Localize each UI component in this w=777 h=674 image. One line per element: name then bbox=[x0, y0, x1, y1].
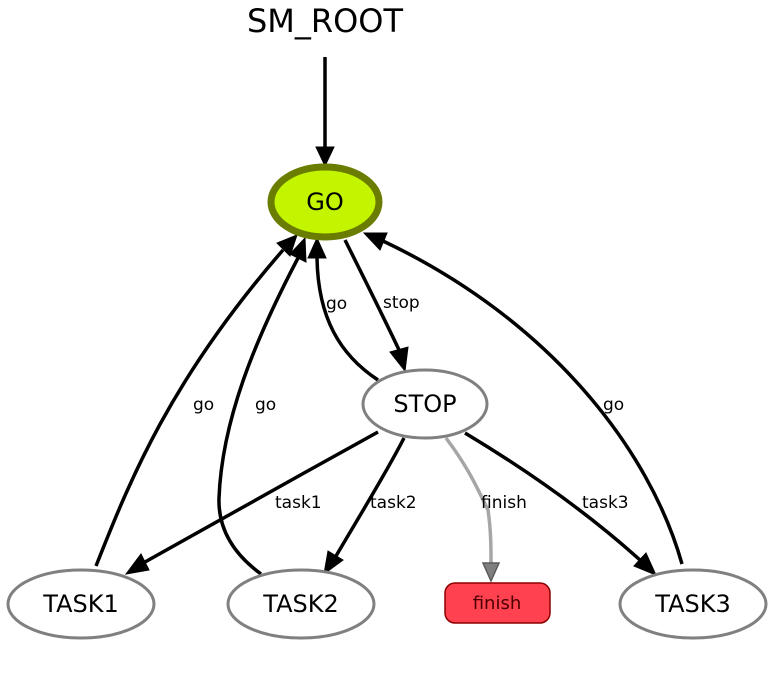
edge-stop-to-task1: task1 bbox=[124, 430, 379, 575]
state-stop-label: STOP bbox=[393, 390, 456, 418]
diagram-title: SM_ROOT bbox=[247, 2, 404, 40]
edge-stop-to-task2: task2 bbox=[323, 437, 417, 576]
edge-go-to-stop: stop bbox=[343, 239, 420, 373]
state-task3[interactable]: TASK3 bbox=[618, 568, 768, 640]
edge-stop-to-task3: task3 bbox=[464, 431, 657, 576]
state-task1[interactable]: TASK1 bbox=[6, 568, 156, 640]
edge-label-task2-go: go bbox=[255, 395, 276, 415]
outcome-finish-label: finish bbox=[473, 593, 522, 614]
state-task3-label: TASK3 bbox=[654, 590, 730, 618]
edge-label-task1-go: go bbox=[193, 395, 214, 415]
state-task2[interactable]: TASK2 bbox=[226, 568, 376, 640]
edge-label-stop: stop bbox=[383, 293, 420, 313]
edge-label-stop-go: go bbox=[326, 294, 347, 314]
edge-root-to-go bbox=[315, 57, 335, 168]
state-go-label: GO bbox=[306, 188, 344, 216]
edge-label-task1: task1 bbox=[275, 493, 322, 513]
edge-task1-to-go: go bbox=[94, 234, 298, 567]
edge-task2-to-go: go bbox=[217, 236, 307, 576]
state-task2-label: TASK2 bbox=[262, 590, 338, 618]
edge-label-task2: task2 bbox=[370, 493, 417, 513]
edge-stop-to-go: go bbox=[307, 236, 379, 382]
edge-label-task3: task3 bbox=[582, 493, 629, 513]
state-go[interactable]: GO bbox=[267, 163, 383, 241]
edge-stop-to-finish: finish bbox=[444, 436, 527, 583]
state-task1-label: TASK1 bbox=[42, 590, 118, 618]
outcome-finish[interactable]: finish bbox=[444, 582, 551, 624]
edge-task3-to-go: go bbox=[362, 232, 684, 565]
state-stop[interactable]: STOP bbox=[361, 368, 489, 440]
edge-label-finish: finish bbox=[481, 493, 527, 513]
edge-label-task3-go: go bbox=[603, 395, 624, 415]
